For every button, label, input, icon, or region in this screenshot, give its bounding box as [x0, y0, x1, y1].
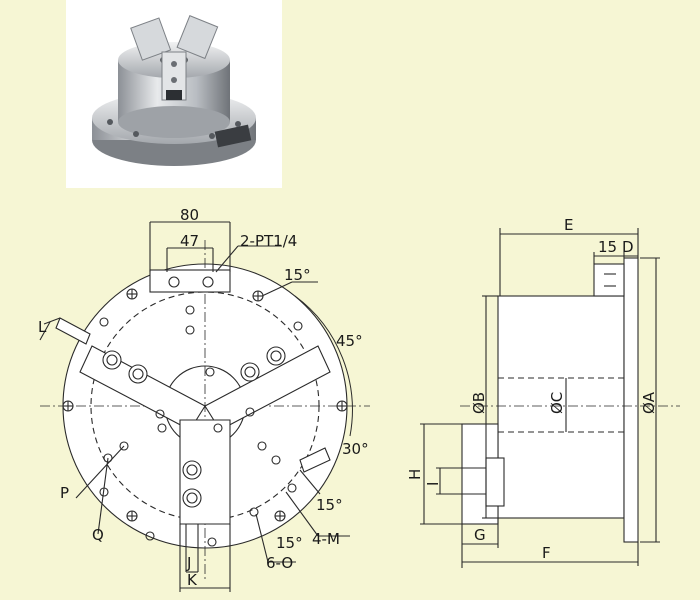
label-6O: 6-O [266, 554, 293, 572]
label-J: J [186, 554, 191, 572]
port-block [149, 269, 231, 293]
label-B: ØB [470, 392, 488, 414]
label-F: F [542, 544, 551, 562]
label-D: D [622, 238, 634, 256]
three-jaw-chuck-photo-icon [92, 15, 256, 166]
label-I: I [424, 482, 442, 486]
label-Q: Q [92, 526, 104, 544]
angle-bottom-label: 15° [276, 534, 303, 552]
angle-side-label: 30° [342, 440, 369, 458]
label-A: ØA [640, 391, 658, 414]
angle-arc-label: 45° [336, 332, 363, 350]
label-15: 15 [598, 238, 617, 256]
label-4M: 4-M [312, 530, 340, 548]
side-view [420, 228, 680, 568]
product-photo [66, 0, 282, 188]
front-view [39, 221, 370, 592]
chuck-body-side [497, 295, 625, 519]
front-view-labels: 80 47 2-PT1/4 15° 45° 30° 15° 15° L P Q … [38, 206, 369, 589]
label-L: L [38, 318, 47, 336]
side-view-labels: E 15 D ØB ØC ØA H I G F [406, 216, 658, 562]
label-H: H [406, 469, 424, 480]
label-C: ØC [548, 392, 566, 414]
label-E: E [564, 216, 573, 234]
mounting-flange-side [623, 257, 639, 543]
port-label: 2-PT1/4 [240, 232, 297, 250]
angle-top-label: 15° [284, 266, 311, 284]
port-fitting-side [593, 263, 625, 297]
angle-lower-label: 15° [316, 496, 343, 514]
dim-47: 47 [180, 232, 199, 250]
label-K: K [187, 571, 198, 589]
label-G: G [474, 526, 486, 544]
label-P: P [60, 484, 69, 502]
dim-80: 80 [180, 206, 199, 224]
